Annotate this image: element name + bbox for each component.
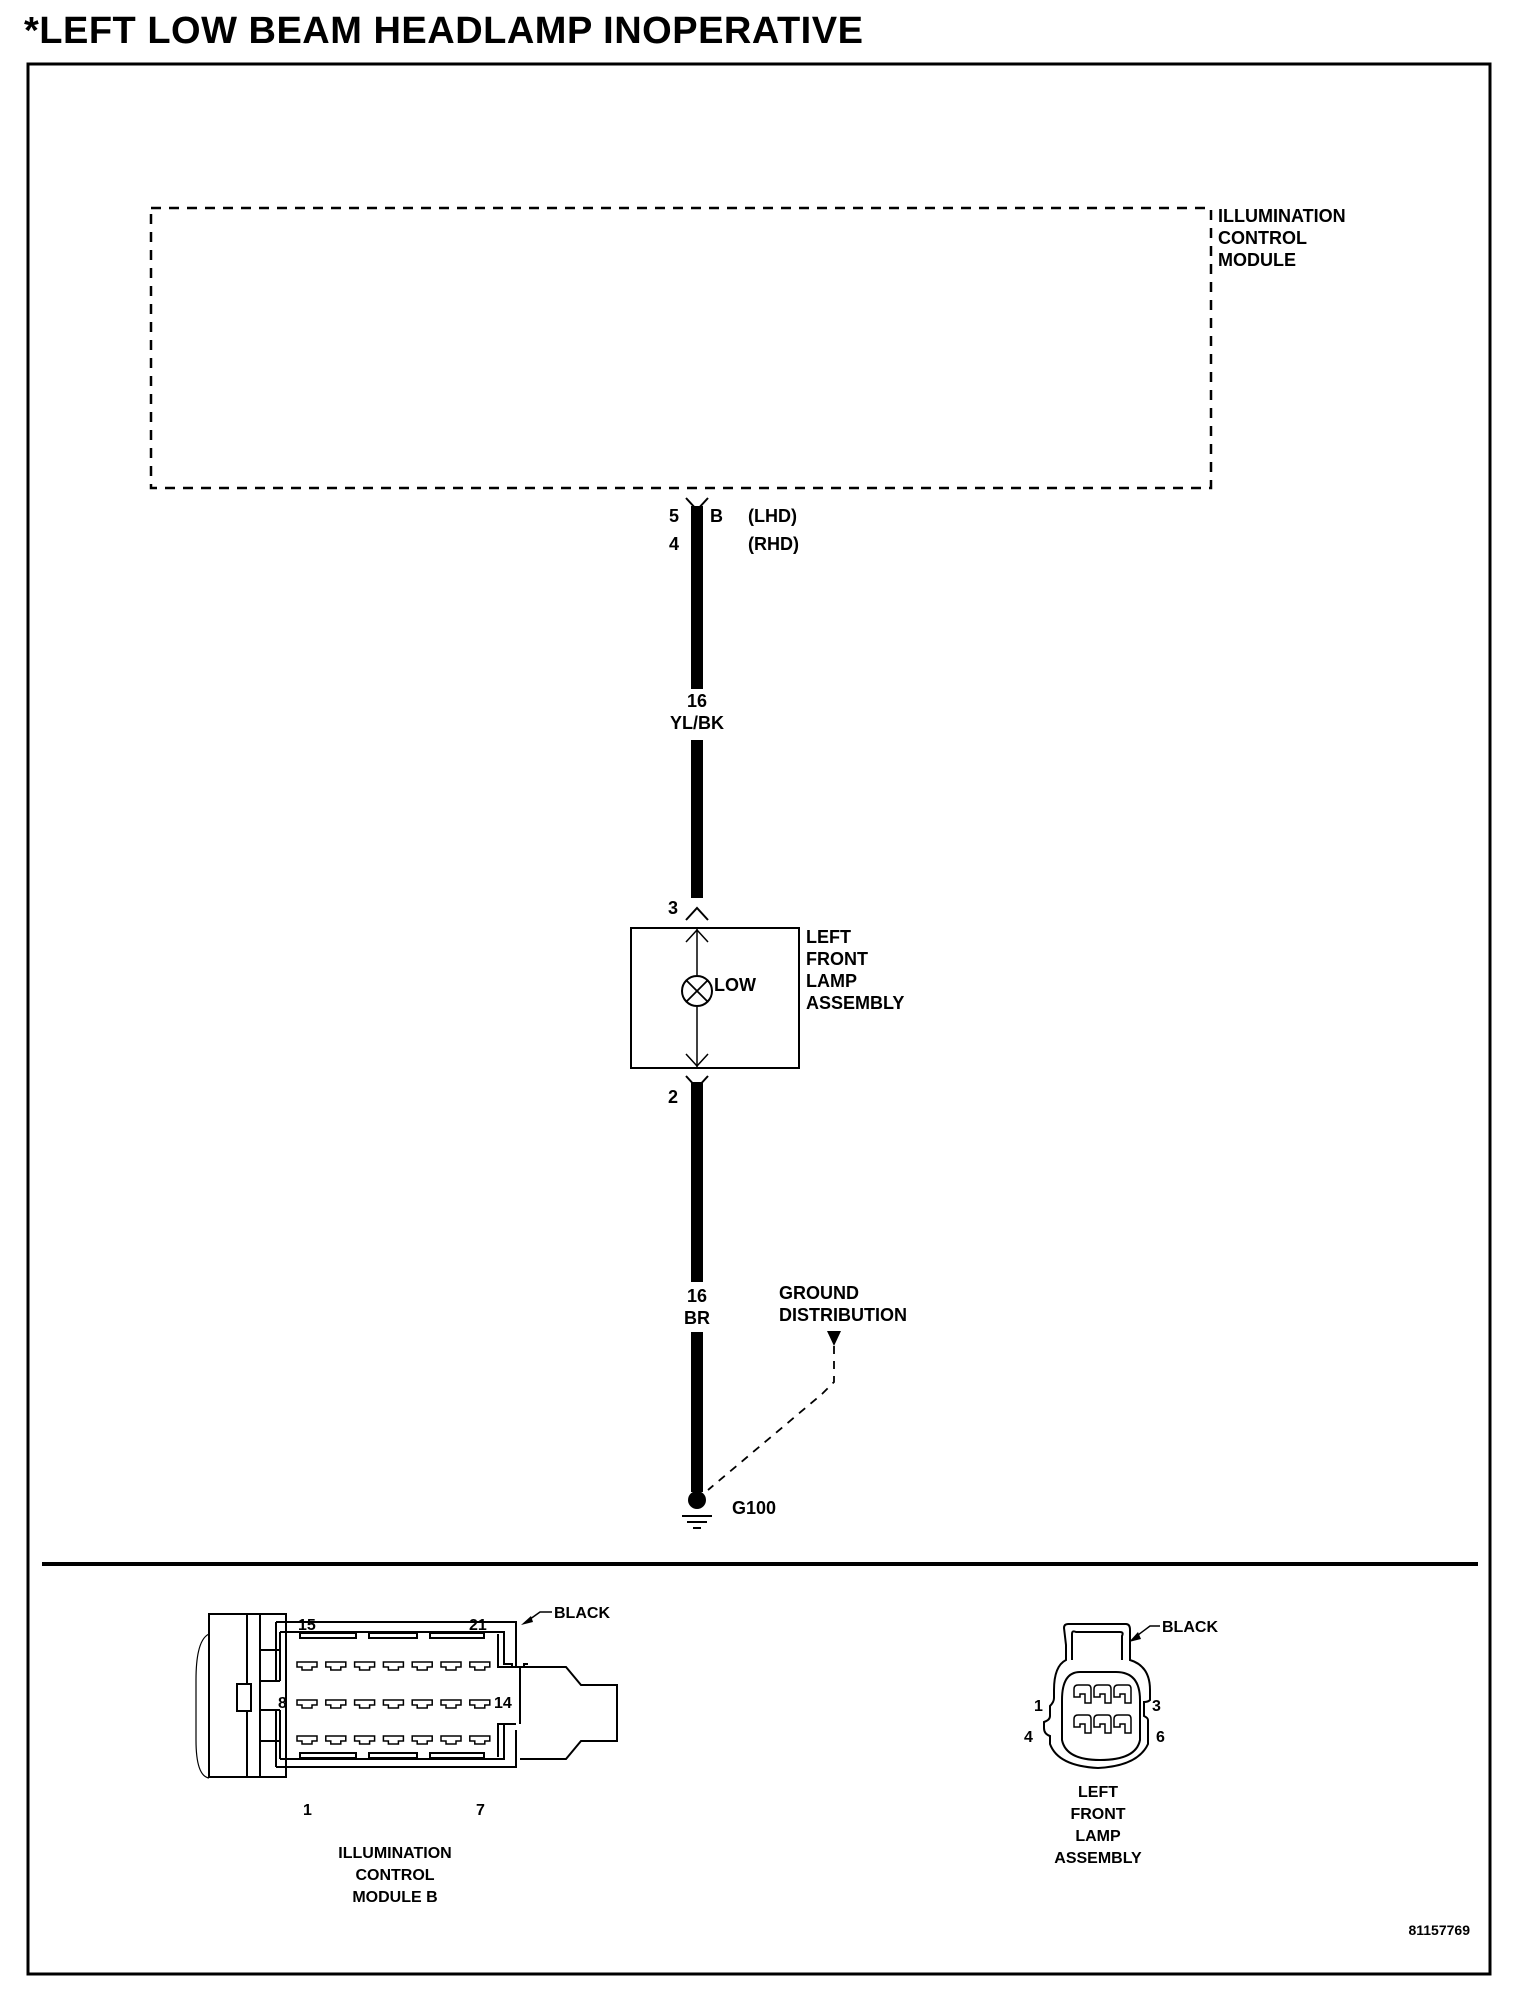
icm-b-pin-21: 21 bbox=[469, 1617, 487, 1634]
lamp-conn-name-line-1: LEFT bbox=[1078, 1784, 1118, 1801]
terminal-cavity bbox=[353, 1735, 376, 1745]
lamp-conn-name: LEFT FRONT LAMP ASSEMBLY bbox=[1054, 1784, 1142, 1867]
illumination-control-module-box bbox=[149, 206, 1213, 490]
ground-icon bbox=[682, 1491, 712, 1529]
lamp-connector-face bbox=[1043, 1623, 1151, 1770]
terminal-cavity bbox=[353, 1661, 376, 1671]
icm-pin-lhd: 5 bbox=[669, 506, 679, 526]
wire-yl-bk[interactable] bbox=[691, 506, 703, 898]
lamp-conn-name-line-3: LAMP bbox=[1075, 1828, 1121, 1845]
wire2-gauge: 16 bbox=[687, 1286, 707, 1306]
icm-connector-id: B bbox=[710, 506, 723, 526]
ground-ref-dashed-line bbox=[707, 1346, 835, 1491]
terminal-cavity bbox=[1073, 1684, 1092, 1704]
lamp-conn-pin-6: 6 bbox=[1156, 1729, 1165, 1746]
lamp-conn-pin-1: 1 bbox=[1034, 1698, 1043, 1715]
icm-pin-rhd: 4 bbox=[669, 534, 679, 554]
rhd-note: (RHD) bbox=[748, 534, 799, 554]
terminal-cavity bbox=[440, 1735, 462, 1745]
wire1-gauge: 16 bbox=[687, 691, 707, 711]
icm-label-line-3: MODULE bbox=[1218, 250, 1296, 270]
icm-b-name-line-1: ILLUMINATION bbox=[338, 1845, 451, 1862]
ground-distribution-label: GROUND DISTRIBUTION bbox=[779, 1283, 907, 1325]
lamp-conn-color-callout bbox=[1129, 1625, 1160, 1642]
wire2-color: BR bbox=[684, 1308, 710, 1328]
icm-b-pin-8: 8 bbox=[278, 1695, 287, 1712]
terminal-cavity bbox=[1093, 1684, 1112, 1704]
icm-b-color-label: BLACK bbox=[554, 1605, 610, 1622]
terminal-cavity bbox=[411, 1699, 433, 1709]
lamp-conn-pin-4: 4 bbox=[1024, 1729, 1033, 1746]
lamp-label-line-4: ASSEMBLY bbox=[806, 993, 904, 1013]
lamp-label-line-3: LAMP bbox=[806, 971, 857, 991]
lamp-internal-wiring bbox=[685, 928, 709, 1068]
icm-b-name-line-2: CONTROL bbox=[355, 1867, 434, 1884]
terminal-cavity bbox=[1113, 1684, 1132, 1704]
ground-ref-arrow-icon bbox=[827, 1331, 841, 1346]
terminal-cavity bbox=[469, 1699, 491, 1709]
terminal-cavity bbox=[1093, 1714, 1112, 1734]
lamp-connector-pin3-symbol bbox=[685, 906, 709, 921]
wire-br[interactable] bbox=[691, 1082, 703, 1492]
icm-b-color-callout bbox=[521, 1611, 552, 1625]
terminal-cavity bbox=[1073, 1714, 1092, 1734]
bulb-label: LOW bbox=[714, 975, 756, 995]
terminal-cavity bbox=[469, 1735, 491, 1745]
ground-ref-line-2: DISTRIBUTION bbox=[779, 1305, 907, 1325]
terminal-cavity bbox=[1113, 1714, 1132, 1734]
terminal-cavity bbox=[382, 1661, 405, 1671]
icm-b-pin-7: 7 bbox=[476, 1802, 485, 1819]
lamp-label-line-2: FRONT bbox=[806, 949, 868, 969]
terminal-cavity bbox=[296, 1735, 318, 1745]
icm-label-line-1: ILLUMINATION bbox=[1218, 206, 1346, 226]
section-divider bbox=[42, 1562, 1478, 1566]
figure-id: 81157769 bbox=[1408, 1922, 1470, 1938]
icm-b-name: ILLUMINATION CONTROL MODULE B bbox=[338, 1845, 451, 1906]
icm-connector-b-face bbox=[195, 1613, 618, 1779]
lamp-pin-out: 2 bbox=[668, 1087, 678, 1107]
terminal-cavity bbox=[325, 1735, 347, 1745]
terminal-cavity bbox=[469, 1661, 491, 1671]
icm-b-pin-15: 15 bbox=[298, 1617, 316, 1634]
ground-label: G100 bbox=[732, 1498, 776, 1518]
icm-b-name-line-3: MODULE B bbox=[352, 1889, 437, 1906]
icm-connector-b-terminals bbox=[296, 1661, 491, 1745]
lamp-pin-in: 3 bbox=[668, 898, 678, 918]
terminal-cavity bbox=[440, 1661, 462, 1671]
icm-label: ILLUMINATION CONTROL MODULE bbox=[1218, 206, 1346, 270]
terminal-cavity bbox=[325, 1699, 347, 1709]
terminal-cavity bbox=[325, 1661, 347, 1671]
lamp-conn-pin-3: 3 bbox=[1152, 1698, 1161, 1715]
icm-label-line-2: CONTROL bbox=[1218, 228, 1307, 248]
terminal-cavity bbox=[382, 1735, 405, 1745]
ground-ref-line-1: GROUND bbox=[779, 1283, 859, 1303]
wire1-color: YL/BK bbox=[670, 713, 724, 733]
diagram-frame bbox=[26, 62, 1492, 1976]
page-title: *LEFT LOW BEAM HEADLAMP INOPERATIVE bbox=[24, 10, 864, 52]
lamp-assembly-label: LEFT FRONT LAMP ASSEMBLY bbox=[806, 927, 904, 1013]
lamp-connector-terminals bbox=[1073, 1684, 1132, 1734]
lhd-note: (LHD) bbox=[748, 506, 797, 526]
lamp-label-line-1: LEFT bbox=[806, 927, 851, 947]
terminal-cavity bbox=[353, 1699, 376, 1709]
lamp-conn-name-line-4: ASSEMBLY bbox=[1054, 1850, 1142, 1867]
terminal-cavity bbox=[382, 1699, 405, 1709]
lamp-conn-name-line-2: FRONT bbox=[1070, 1806, 1125, 1823]
terminal-cavity bbox=[411, 1735, 433, 1745]
lamp-conn-color-label: BLACK bbox=[1162, 1619, 1218, 1636]
terminal-cavity bbox=[296, 1661, 318, 1671]
terminal-cavity bbox=[411, 1661, 433, 1671]
terminal-cavity bbox=[440, 1699, 462, 1709]
left-front-lamp-assembly-box bbox=[630, 927, 800, 1069]
icm-b-pin-1: 1 bbox=[303, 1802, 312, 1819]
icm-b-pin-14: 14 bbox=[494, 1695, 512, 1712]
bulb-icon bbox=[681, 975, 713, 1007]
terminal-cavity bbox=[296, 1699, 318, 1709]
